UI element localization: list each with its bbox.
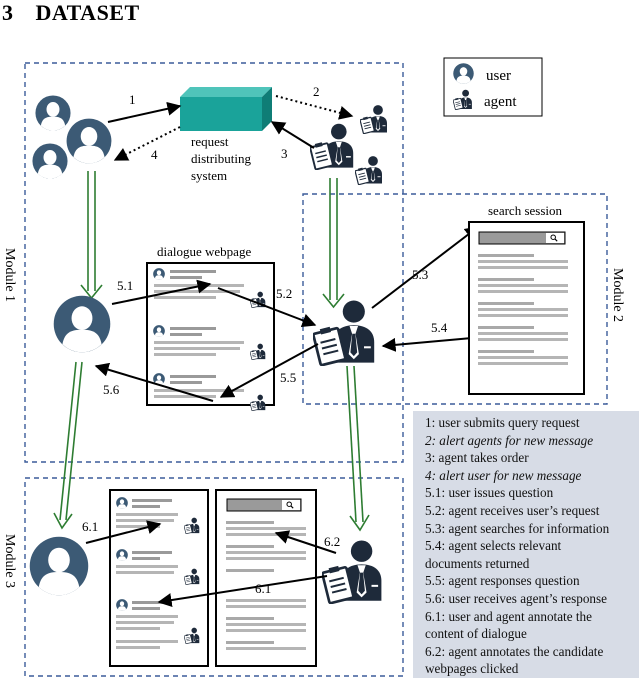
legend-item: 6.2: agent annotates the candidate — [425, 643, 604, 659]
system-label-line3: system — [191, 168, 227, 183]
arrow-label-5-5: 5.5 — [280, 370, 296, 385]
legend-item: 1: user submits query request — [425, 415, 580, 430]
module-1-box — [24, 62, 404, 463]
legend-item: 5.5: agent responses question — [425, 573, 580, 589]
user-icon — [29, 536, 89, 596]
arrow-3 — [270, 121, 315, 149]
legend-item: 5.2: agent receives user’s request — [425, 503, 600, 518]
agent-icon — [313, 299, 376, 366]
arrow-4 — [113, 126, 181, 161]
module-2-label: Module 2 — [610, 268, 625, 322]
legend-item: 5.4: agent selects relevant — [425, 538, 562, 554]
legend-item: 5.1: user issues question — [425, 485, 554, 501]
legend-item: 3: agent takes order — [425, 450, 529, 466]
arrow-6-2 — [274, 530, 337, 554]
key-box — [443, 57, 543, 117]
legend-item: documents returned — [425, 555, 530, 571]
system-label-line2: distributing — [191, 151, 251, 166]
arrow-5-3 — [371, 226, 480, 309]
legend-item: content of dialogue — [425, 626, 527, 642]
arrow-label-5-1: 5.1 — [117, 278, 133, 293]
arrow-5-1 — [111, 279, 212, 305]
arrow-5-5 — [219, 343, 319, 398]
search-session-title: search session — [488, 203, 563, 218]
key-user-label: user — [486, 68, 511, 84]
user-icon — [53, 295, 111, 353]
system-label-line1: request — [191, 134, 229, 149]
request-distributing-system — [180, 87, 272, 131]
dialogue-webpage-title: dialogue webpage — [157, 244, 251, 259]
arrow-6-1 — [85, 520, 162, 544]
agent-icon — [310, 122, 355, 170]
arrow-label-5-3: 5.3 — [412, 267, 428, 282]
key-agent-icon — [453, 89, 473, 110]
arrow-label-5-6: 5.6 — [103, 382, 120, 397]
arrow-label-3: 3 — [281, 146, 288, 161]
arrow-5-2 — [217, 287, 317, 328]
module-1-label: Module 1 — [2, 248, 17, 302]
user-icon — [66, 118, 112, 164]
arrow-label-5-2: 5.2 — [276, 286, 292, 301]
section-number: 3 — [2, 0, 14, 25]
key-agent-label: agent — [484, 94, 517, 110]
legend-item: 2: alert agents for new message — [425, 432, 594, 448]
agent-icon — [322, 539, 383, 604]
user-icon — [35, 95, 71, 131]
agent-icon — [355, 155, 383, 185]
user-icon — [32, 143, 68, 179]
arrow-5-4 — [381, 337, 473, 352]
key-user-icon — [453, 63, 474, 84]
section-heading: 3 DATASET — [2, 0, 140, 26]
module3-search-panel — [215, 489, 317, 667]
flow-arrow-agent-module3 — [346, 365, 370, 532]
arrow-label-6-2: 6.2 — [324, 534, 340, 549]
arrow-1 — [107, 101, 182, 123]
module-3-label: Module 3 — [2, 534, 17, 588]
arrow-label-1: 1 — [129, 92, 136, 107]
arrow-6-1-agent — [157, 575, 328, 607]
legend-panel — [413, 411, 639, 678]
arrow-5-6 — [94, 362, 214, 402]
module3-dialogue-content — [116, 497, 200, 649]
arrow-label-5-4: 5.4 — [431, 320, 448, 335]
legend-item: 6.1: user and agent annotate the — [425, 608, 592, 624]
search-session-content — [478, 231, 568, 365]
legend-item: 4: alert user for new message — [425, 467, 582, 483]
module-2-box — [302, 193, 608, 405]
arrow-label-6-1-agent: 6.1 — [255, 581, 271, 596]
arrow-label-2: 2 — [313, 84, 320, 99]
flow-arrow-agent-down — [322, 178, 345, 309]
agent-icon — [360, 104, 388, 134]
arrow-2 — [275, 95, 354, 120]
arrow-label-4: 4 — [151, 147, 158, 162]
legend-item: 5.3: agent searches for information — [425, 520, 610, 536]
module-3-box — [24, 477, 404, 677]
flow-arrow-user-down — [80, 171, 103, 300]
flow-arrow-user-module3 — [53, 361, 83, 530]
legend-item: webpages clicked — [425, 661, 519, 677]
module3-search-content — [226, 498, 306, 650]
legend-item: 5.6: user receives agent’s response — [425, 591, 607, 606]
arrow-label-6-1: 6.1 — [82, 519, 98, 534]
section-title: DATASET — [35, 0, 140, 25]
